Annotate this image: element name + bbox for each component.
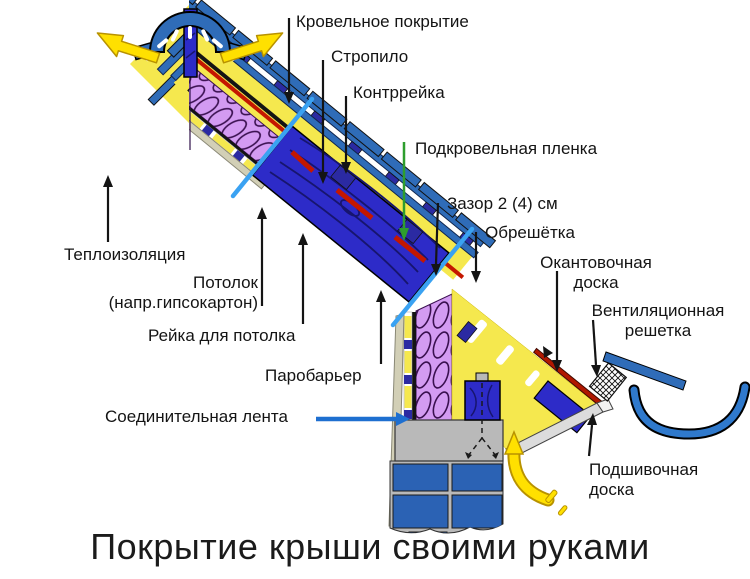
airflow-arrow-right (219, 32, 284, 64)
ridge-assembly (96, 8, 284, 78)
wall-plate (464, 372, 501, 459)
label-connecting-tape: Соединительная лента (105, 407, 288, 426)
page-title: Покрытие крыши своими руками (90, 526, 650, 567)
tape-arrow-blue (316, 412, 410, 426)
label-insulation: Теплоизоляция (64, 245, 186, 264)
film-arrow-green (399, 142, 409, 241)
section-cut-lines (230, 96, 475, 328)
label-roof-covering: Кровельное покрытие (296, 12, 469, 31)
lathing-tip (602, 351, 687, 391)
label-vapor-barrier: Паробарьер (265, 366, 362, 385)
gutter (628, 381, 750, 440)
ridge-airflow-arrows (96, 32, 284, 64)
label-arrows (103, 18, 601, 457)
label-rafter: Стропило (331, 47, 409, 66)
label-edging-board: Окантовочная доска (540, 253, 652, 293)
label-lathing: Обрешётка (485, 223, 576, 242)
eaves-airflow-arrow (503, 430, 568, 516)
label-ceiling: Потолок (напр.гипсокартон) (108, 273, 258, 313)
airflow-arrow-left (96, 32, 161, 64)
label-vent-grille: Вентиляционная решетка (591, 301, 725, 341)
concrete-beam (394, 419, 504, 462)
vent-grille-shape (588, 362, 628, 402)
label-lining-board: Подшивочная доска (589, 460, 699, 500)
wall (389, 372, 504, 534)
label-underroof-film: Подкровельная пленка (415, 139, 598, 158)
label-ceiling-batten: Рейка для потолка (148, 326, 296, 345)
label-air-gap: Зазор 2 (4) см (447, 194, 558, 213)
label-counter-batten: Контррейка (353, 83, 445, 102)
